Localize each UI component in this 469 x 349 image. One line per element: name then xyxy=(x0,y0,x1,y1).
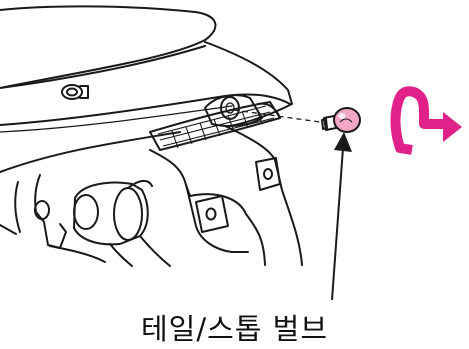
turn-signal xyxy=(74,181,170,266)
tail-stop-bulb-icon xyxy=(322,108,360,132)
callout-pointer-arrow xyxy=(332,132,352,300)
callout-label: 테일/스톱 벌브 xyxy=(0,306,469,348)
left-bracket xyxy=(0,175,105,262)
counter-clockwise-rotate-icon xyxy=(392,88,462,153)
tail-lens-housing xyxy=(150,95,280,150)
grommet-icon xyxy=(62,85,88,99)
seat-body xyxy=(0,6,292,172)
